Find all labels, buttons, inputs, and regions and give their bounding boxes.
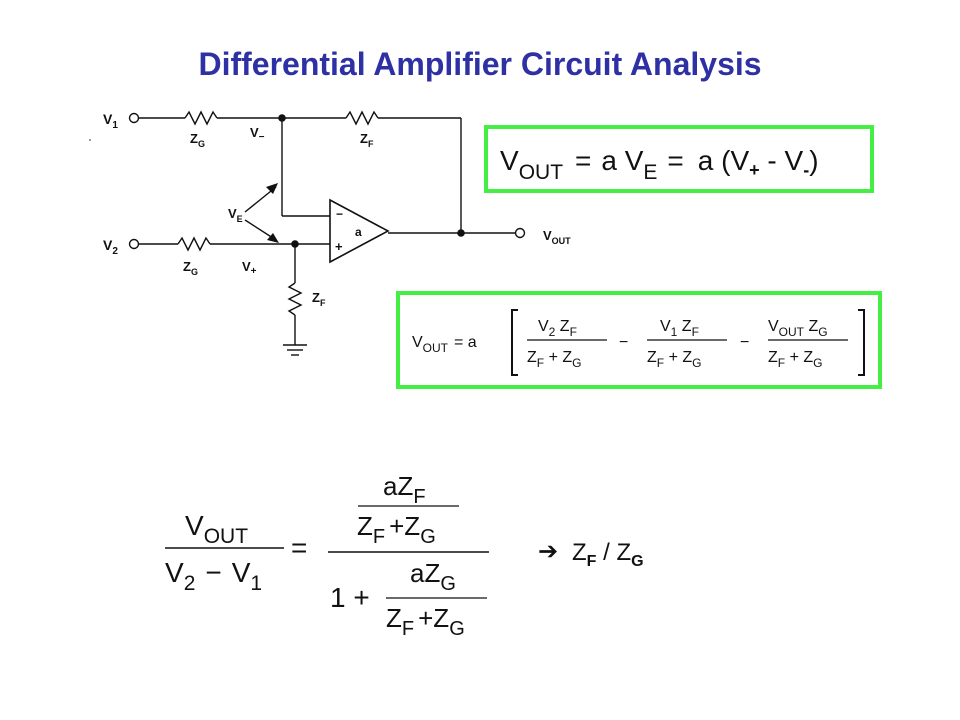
junction-noninverting xyxy=(291,240,299,248)
zg-top-resistor xyxy=(184,110,218,126)
schematic xyxy=(128,110,526,356)
result-arrow-icon: ➔ xyxy=(538,538,558,565)
junction-output xyxy=(457,229,465,237)
svg-text:=: = xyxy=(291,532,307,563)
zf-top-resistor xyxy=(345,110,379,126)
equation2: VOUT= a V2 ZF ZF + ZG − V1 ZF ZF + ZG − … xyxy=(412,309,865,376)
opamp-minus-label: − xyxy=(336,207,343,221)
svg-text:−: − xyxy=(740,334,749,351)
equation1-box xyxy=(484,125,874,193)
junction-inverting xyxy=(278,114,286,122)
svg-text:V1 ZF: V1 ZF xyxy=(660,318,699,339)
label-v2: V2 xyxy=(103,237,118,257)
label-v-minus: V− xyxy=(250,125,265,143)
svg-text:VOUT: VOUT xyxy=(185,510,248,548)
op-amp xyxy=(329,198,390,264)
label-v1: V1 xyxy=(103,111,118,131)
label-v-plus: V+ xyxy=(242,259,257,277)
svg-text:−: − xyxy=(619,334,628,351)
equation2-box xyxy=(396,291,882,389)
label-zg-bottom: ZG xyxy=(183,259,198,277)
label-zf-bottom: ZF xyxy=(312,290,326,308)
stray-dot xyxy=(89,139,91,141)
svg-text:aZG: aZG xyxy=(410,558,456,595)
result-ratio: ZF / ZG xyxy=(572,539,644,570)
svg-text:ZF + ZG: ZF + ZG xyxy=(768,349,822,370)
label-zg-top: ZG xyxy=(190,131,205,149)
svg-text:ZF + ZG: ZF + ZG xyxy=(527,349,581,370)
opamp-plus-label: + xyxy=(335,239,343,254)
ve-arrow-up xyxy=(266,183,278,194)
vout-terminal xyxy=(514,227,526,239)
svg-text:V2−V1: V2−V1 xyxy=(165,557,262,595)
zf-bottom-resistor xyxy=(287,282,303,316)
v1-terminal xyxy=(128,112,140,124)
equation3: VOUT V2−V1 = aZF ZF+ZG 1 + aZG ZF+ZG xyxy=(165,471,489,640)
ve-arrow-down xyxy=(267,233,279,243)
v2-terminal xyxy=(128,238,140,250)
label-ve: VE xyxy=(228,206,243,224)
label-vout: VOUT xyxy=(543,228,571,246)
svg-text:V2 ZF: V2 ZF xyxy=(538,318,577,339)
ground-symbol xyxy=(283,344,307,356)
zg-bottom-resistor xyxy=(177,236,211,252)
svg-text:ZF+ZG: ZF+ZG xyxy=(357,511,436,548)
opamp-gain-label: a xyxy=(355,225,362,239)
equation1: VOUT=a VE=a (V+ - V-) xyxy=(500,145,819,184)
label-zf-top: ZF xyxy=(360,131,374,149)
svg-text:1 +: 1 + xyxy=(330,582,370,613)
svg-text:ZF+ZG: ZF+ZG xyxy=(386,603,465,640)
page-title: Differential Amplifier Circuit Analysis xyxy=(198,46,762,82)
svg-text:VOUT ZG: VOUT ZG xyxy=(768,318,828,339)
svg-text:ZF + ZG: ZF + ZG xyxy=(647,349,701,370)
svg-text:aZF: aZF xyxy=(383,471,426,508)
svg-text:VOUT= a: VOUT= a xyxy=(412,334,477,355)
